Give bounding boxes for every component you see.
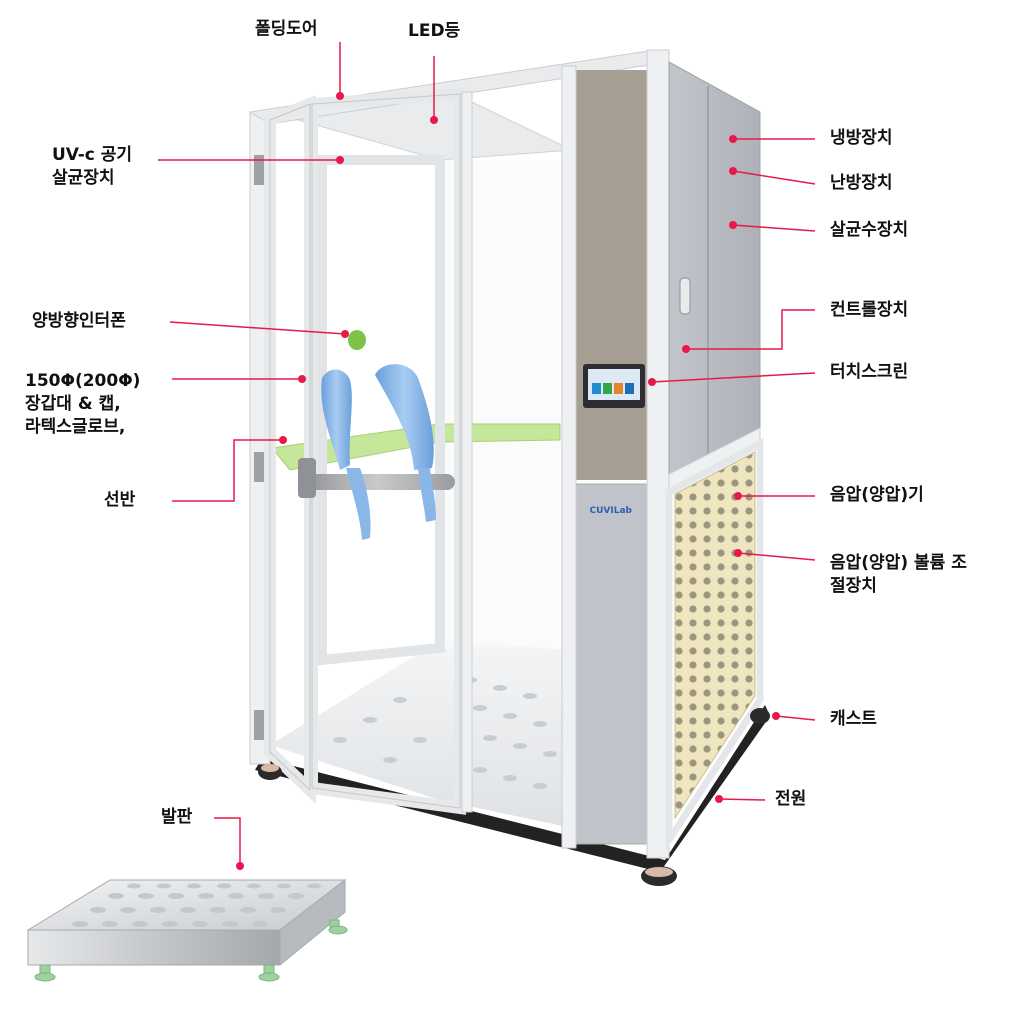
label-touchscreen: 터치스크린 — [830, 362, 909, 382]
left-hinge-bottom — [254, 710, 266, 740]
callout-line-intercom — [169, 321, 346, 335]
label-power: 전원 — [775, 789, 807, 809]
callout-line-footplate — [214, 817, 241, 866]
callout-line-touchscreen — [651, 372, 816, 383]
label-cooling: 냉방장치 — [830, 128, 893, 148]
label-led-light: LED등 — [408, 21, 461, 41]
side-panel-upper — [668, 61, 761, 479]
label-uvc-sterilizer-2: 살균장치 — [52, 168, 115, 188]
label-sleeve-1: 150Φ(200Φ) — [25, 371, 141, 391]
brand-logo: CUVILab — [590, 506, 633, 516]
label-uvc-sterilizer-1: UV-c 공기 — [52, 145, 133, 165]
footplate-drawing — [26, 878, 348, 982]
callout-dots — [236, 92, 780, 870]
callout-line-power — [718, 798, 766, 801]
callout-lines — [158, 42, 816, 866]
casters — [258, 708, 770, 886]
middle-post — [461, 91, 473, 813]
door-handle — [300, 474, 455, 490]
callout-line-volume — [737, 552, 816, 561]
label-sleeve-2: 장갑대 & 캡, — [25, 394, 121, 414]
inner-frame — [317, 155, 445, 666]
callout-line-heating — [732, 170, 816, 185]
callout-line-control — [686, 309, 815, 350]
label-sterile-water: 살균수장치 — [830, 220, 909, 240]
glove-sleeves — [321, 364, 436, 540]
callout-line-caster — [775, 715, 816, 721]
callout-line-shelf — [172, 439, 283, 502]
left-hinge-mid — [254, 452, 266, 482]
intercom-speaker — [348, 330, 366, 350]
label-folding-door: 폴딩도어 — [255, 19, 318, 39]
label-footplate: 발판 — [161, 807, 193, 827]
label-pressure: 음압(양압)기 — [830, 485, 924, 505]
label-volume-2: 절장치 — [830, 576, 877, 596]
control-column-lower — [574, 483, 648, 845]
callout-line-sterile — [732, 224, 816, 232]
label-caster: 캐스트 — [830, 709, 877, 729]
floor-perforations — [333, 677, 557, 789]
side-handle — [679, 277, 691, 315]
front-right-post — [561, 65, 577, 849]
label-volume-1: 음압(양압) 볼륨 조 — [830, 553, 967, 573]
label-sleeve-3: 라텍스글로브, — [25, 417, 126, 437]
perforated-panel — [674, 451, 756, 820]
touchscreen-device — [583, 364, 645, 408]
handle-grip — [298, 458, 316, 498]
left-hinge-top — [254, 155, 266, 185]
label-control: 컨트롤장치 — [830, 300, 909, 320]
label-heating: 난방장치 — [830, 173, 893, 193]
booth: CUVILab — [248, 49, 770, 886]
label-shelf: 선반 — [104, 490, 136, 510]
label-intercom: 양방향인터폰 — [32, 311, 126, 331]
